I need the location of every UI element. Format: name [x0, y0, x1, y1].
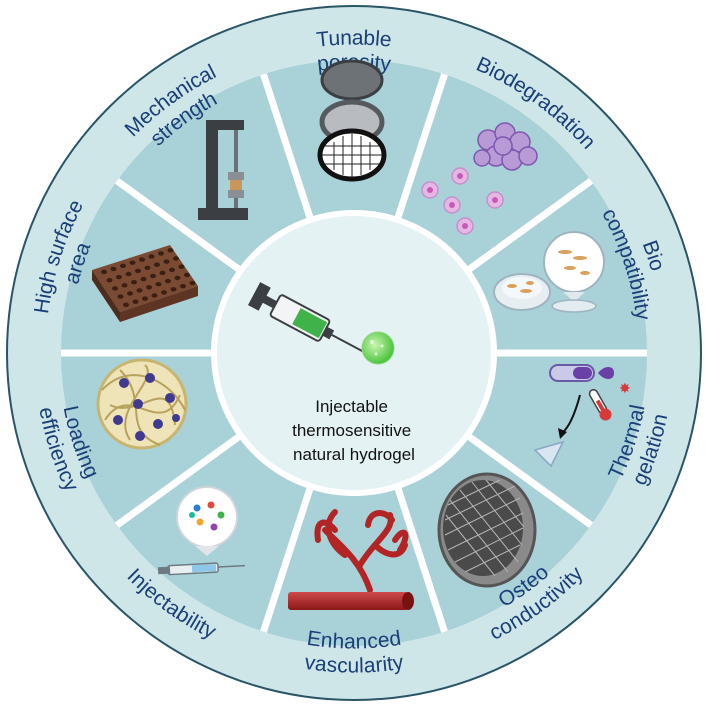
block-pore: [184, 272, 190, 278]
sector-divider-8: [114, 177, 243, 274]
loaded-fiber-ball-icon: [96, 358, 188, 450]
block-pore: [150, 273, 156, 279]
block-pore: [132, 299, 139, 304]
segment-label-tunable-porosity-line-1: Tunable: [315, 27, 392, 52]
block-pore: [136, 288, 143, 293]
block-pore: [135, 268, 141, 274]
segment-label-enhanced-vascularity-line-2: vascularity: [303, 651, 405, 678]
block-pore: [167, 248, 174, 253]
block-pore: [117, 294, 124, 299]
block-pore: [140, 276, 147, 282]
block-pore: [112, 286, 118, 291]
center-syringe-icon: [247, 282, 365, 353]
center-line-2: thermosensitive: [292, 421, 411, 440]
svg-text:✸: ✸: [619, 380, 631, 396]
block-pore: [161, 290, 167, 295]
sector-divider-4: [393, 485, 448, 633]
center-line-1: Injectable: [315, 397, 388, 416]
block-pore: [165, 278, 171, 284]
block-pore: [173, 256, 179, 261]
block-pore: [155, 282, 162, 287]
block-pore: [163, 259, 170, 264]
testing-machine-icon: [198, 120, 248, 220]
thermometer-gel-icon: ✸: [533, 364, 631, 468]
block-pore: [139, 257, 145, 262]
green-gel-ball-icon: [361, 331, 395, 365]
sector-divider-0: [393, 73, 448, 221]
mesh-sieve-icon: [317, 59, 387, 182]
block-pore: [154, 262, 160, 267]
sector-divider-6: [114, 432, 243, 529]
block-pore: [151, 293, 158, 298]
block-pore: [116, 274, 122, 280]
petri-dish-icon: [493, 231, 605, 313]
block-pore: [178, 264, 185, 269]
block-pore: [106, 278, 113, 283]
center-disk: [211, 210, 497, 496]
block-pore: [146, 285, 152, 290]
block-pore: [169, 267, 175, 272]
block-pore: [120, 263, 126, 268]
block-pore: [129, 260, 136, 265]
block-pore: [144, 265, 151, 270]
block-pore: [148, 254, 155, 259]
block-pore: [174, 275, 181, 281]
block-pore: [121, 283, 128, 288]
sector-divider-1: [465, 177, 594, 274]
sector-divider-5: [260, 485, 315, 633]
block-pore: [159, 270, 166, 276]
block-pore: [131, 280, 137, 285]
degrading-cells-icon: [421, 122, 538, 235]
block-pore: [101, 269, 107, 275]
block-pore: [142, 296, 148, 301]
center-title: Injectable thermosensitive natural hydro…: [292, 397, 416, 464]
block-pore: [180, 284, 186, 289]
sector-divider-3: [465, 432, 594, 529]
center-line-3: natural hydrogel: [293, 445, 415, 464]
block-pore: [125, 271, 132, 277]
blood-vessel-icon: [288, 509, 414, 610]
porous-block-icon: [92, 245, 198, 322]
bone-scaffold-disc-icon: [437, 472, 537, 588]
block-pore: [123, 302, 129, 307]
sector-dividers: [61, 73, 647, 633]
segment-label-enhanced-vascularity-line-1: Enhanced: [306, 627, 403, 654]
block-pore: [158, 251, 164, 256]
block-pore: [189, 280, 196, 286]
block-pore: [170, 287, 177, 292]
block-pore: [127, 291, 133, 296]
block-pore: [110, 266, 117, 272]
sector-divider-9: [260, 73, 315, 221]
syringe-droplet-icon: [157, 486, 245, 576]
